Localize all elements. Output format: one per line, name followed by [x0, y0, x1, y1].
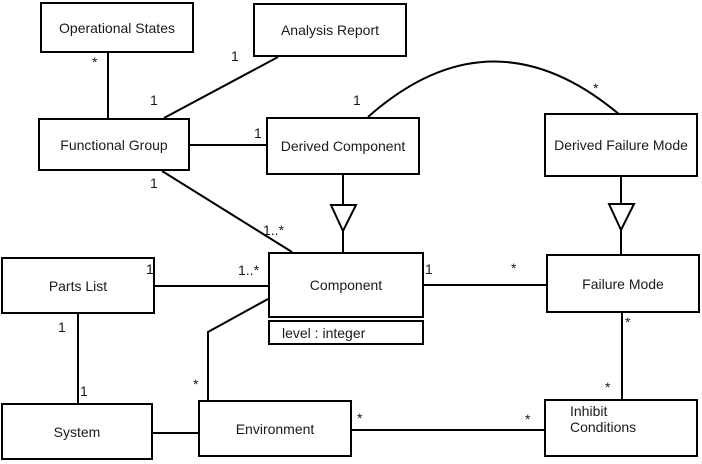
multiplicity-label: 1: [58, 319, 66, 335]
class-derived-component[interactable]: Derived Component: [266, 117, 420, 175]
class-system[interactable]: System: [1, 403, 153, 460]
class-derived-failure-mode[interactable]: Derived Failure Mode: [544, 113, 698, 177]
attribute-text: level : integer: [282, 324, 366, 341]
class-failure-mode[interactable]: Failure Mode: [546, 254, 700, 313]
multiplicity-label: 1: [146, 261, 154, 277]
class-title: Derived Component: [280, 138, 406, 154]
multiplicity-label: *: [625, 314, 631, 330]
multiplicity-label: 1: [353, 92, 361, 108]
class-component[interactable]: Component: [268, 252, 424, 318]
class-title: Derived Failure Mode: [554, 137, 688, 153]
class-title: Functional Group: [60, 136, 168, 153]
multiplicity-label: 1: [254, 125, 262, 141]
generalization-triangle-icon: [329, 204, 358, 234]
class-title: Component: [309, 277, 383, 293]
connector-functional-group-component: [161, 170, 293, 253]
multiplicity-label: 1: [150, 175, 158, 191]
class-operational-states[interactable]: Operational States: [40, 2, 194, 53]
multiplicity-label: *: [357, 410, 363, 426]
class-inhibit-conditions[interactable]: Inhibit Conditions: [544, 399, 698, 457]
class-title: Inhibit Conditions: [570, 403, 637, 435]
multiplicity-label: 1: [150, 92, 158, 108]
multiplicity-label: *: [605, 379, 611, 395]
class-analysis-report[interactable]: Analysis Report: [253, 3, 407, 57]
class-title: Environment: [235, 420, 315, 437]
class-title: Failure Mode: [582, 275, 664, 292]
class-functional-group[interactable]: Functional Group: [38, 118, 190, 171]
multiplicity-label: 1: [80, 383, 88, 399]
multiplicity-label: *: [193, 376, 199, 392]
multiplicity-label: 1: [231, 48, 239, 64]
connector-analysis-report-functional-group: [163, 56, 279, 119]
class-title: Analysis Report: [280, 22, 380, 38]
multiplicity-label: *: [92, 54, 98, 70]
multiplicity-label: *: [525, 411, 531, 427]
multiplicity-label: 1..*: [238, 262, 260, 278]
multiplicity-label: 1..*: [263, 222, 285, 238]
connector-component-environment: [207, 298, 269, 401]
multiplicity-label: *: [511, 260, 517, 276]
class-title: Parts List: [48, 277, 108, 294]
class-title: Operational States: [59, 19, 175, 36]
multiplicity-label: 1: [425, 261, 433, 277]
multiplicity-label: *: [593, 80, 599, 96]
class-title: System: [53, 423, 101, 440]
connector-derived-component-derived-failure-mode-arc: [367, 60, 621, 118]
class-component-attributes[interactable]: level : integer: [268, 320, 424, 345]
class-environment[interactable]: Environment: [198, 400, 352, 457]
class-parts-list[interactable]: Parts List: [1, 257, 155, 314]
generalization-triangle-icon: [607, 203, 636, 233]
